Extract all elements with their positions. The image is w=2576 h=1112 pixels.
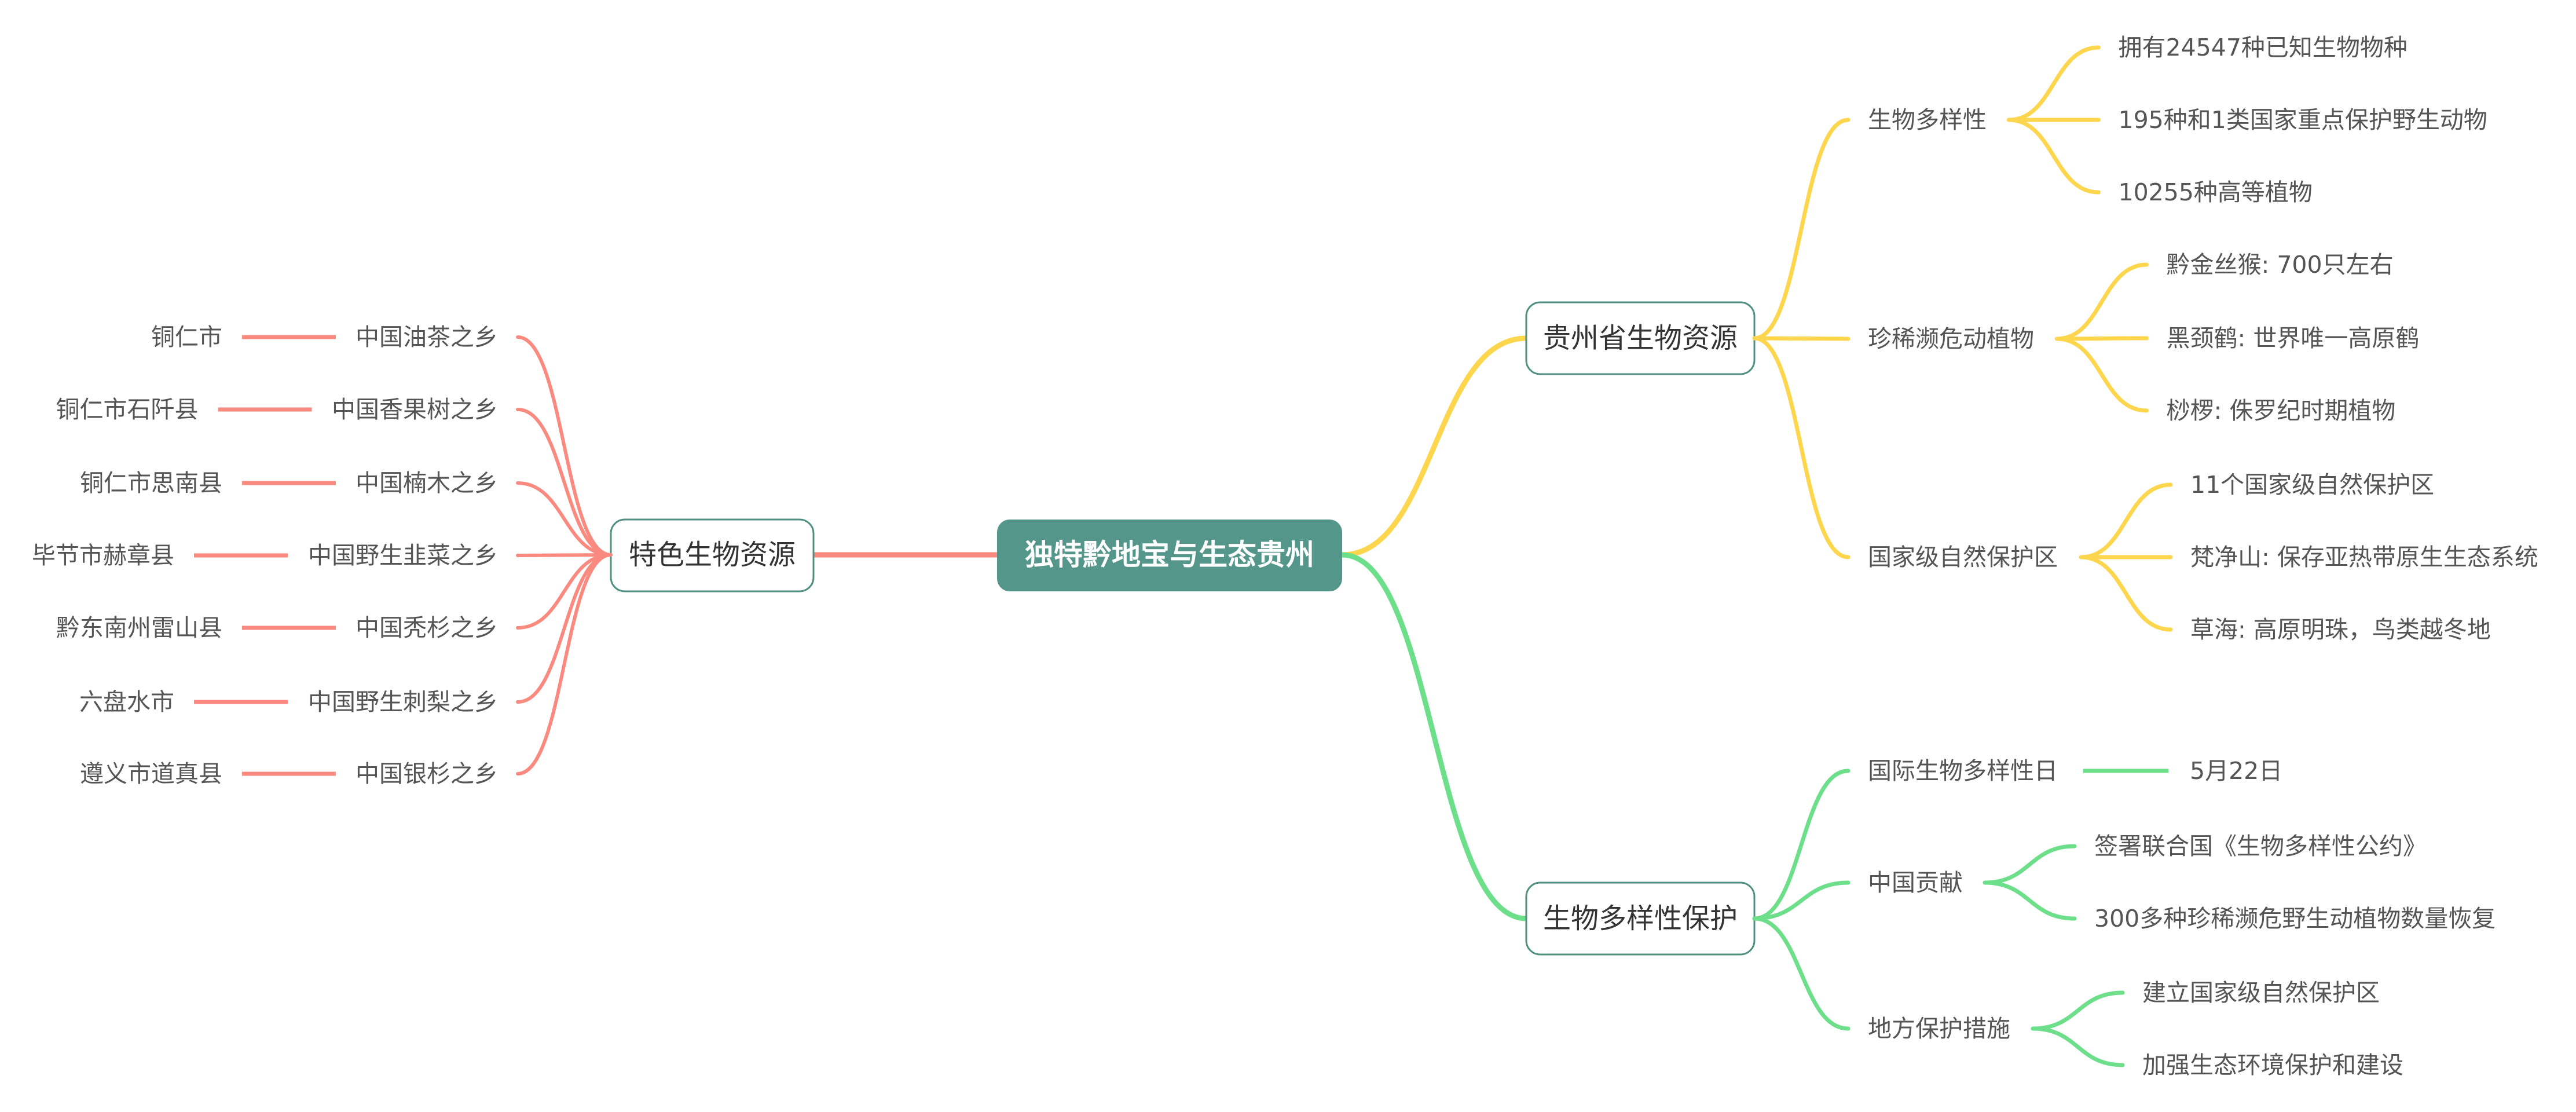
leaf[interactable]: 300多种珍稀濒危野生动植物数量恢复	[2094, 905, 2496, 932]
subtopic[interactable]: 国际生物多样性日	[1868, 757, 2058, 785]
left-subtopic[interactable]: 中国野生韭菜之乡	[308, 542, 498, 569]
left-subtopic[interactable]: 中国楠木之乡	[356, 469, 498, 497]
connector-leaf	[2007, 45, 2101, 122]
leaf[interactable]: 5月22日	[2190, 757, 2282, 785]
left-place[interactable]: 铜仁市	[151, 323, 222, 351]
subtopic[interactable]: 珍稀濒危动植物	[1868, 325, 2034, 353]
subtopic[interactable]: 地方保护措施	[1868, 1015, 2010, 1042]
subtopic[interactable]: 中国贡献	[1868, 869, 1963, 897]
leaf[interactable]: 黔金丝猴: 700只左右	[2167, 251, 2394, 279]
connector-left-6	[516, 553, 613, 776]
left-place[interactable]: 铜仁市石阡县	[56, 396, 199, 423]
left-place[interactable]: 毕节市赫章县	[32, 542, 174, 569]
connector-leaf	[2055, 336, 2149, 341]
left-subtopic[interactable]: 中国野生刺梨之乡	[308, 688, 498, 716]
left-subtopic[interactable]: 中国银杉之乡	[356, 760, 498, 788]
subtopic[interactable]: 国家级自然保护区	[1868, 543, 2058, 571]
left-subtopic[interactable]: 中国秃杉之乡	[356, 614, 498, 642]
connector-leaf	[2031, 990, 2125, 1031]
left-place[interactable]: 铜仁市思南县	[80, 469, 222, 497]
subtopic[interactable]: 生物多样性	[1868, 106, 1987, 134]
leaf[interactable]: 签署联合国《生物多样性公约》	[2094, 832, 2427, 860]
left-place[interactable]: 六盘水市	[79, 688, 174, 716]
root-node-label[interactable]: 独特黔地宝与生态贵州	[1025, 538, 1314, 572]
connector-subtopic	[1752, 916, 1851, 1031]
connector-subtopic	[1752, 336, 1851, 341]
leaf[interactable]: 桫椤: 侏罗纪时期植物	[2167, 397, 2396, 425]
connector-subtopic	[1752, 118, 1851, 341]
topic-label[interactable]: 生物多样性保护	[1543, 902, 1738, 935]
connector-left-0	[516, 335, 613, 557]
connector-left-2	[516, 481, 613, 557]
connector-subtopic	[1752, 769, 1851, 921]
leaf[interactable]: 草海: 高原明珠，鸟类越冬地	[2190, 616, 2491, 643]
connector-subtopic	[1752, 880, 1851, 921]
root-node[interactable]	[997, 520, 1342, 591]
connector-subtopic	[1752, 336, 1851, 559]
connector-left-4	[516, 553, 613, 630]
leaf[interactable]: 10255种高等植物	[2119, 178, 2313, 206]
left-place[interactable]: 遵义市道真县	[80, 760, 222, 788]
connector-leaf	[1983, 844, 2077, 885]
connector-left-5	[516, 553, 613, 704]
connector-left-1	[516, 408, 613, 557]
leaf[interactable]: 梵净山: 保存亚热带原生生态系统	[2190, 543, 2538, 571]
leaf[interactable]: 拥有24547种已知生物物种	[2119, 34, 2408, 61]
connector-leaf	[2079, 482, 2173, 559]
topic-label[interactable]: 贵州省生物资源	[1543, 322, 1738, 354]
leaf[interactable]: 黑颈鹤: 世界唯一高原鹤	[2167, 324, 2420, 352]
left-place[interactable]: 黔东南州雷山县	[56, 614, 222, 642]
left-subtopic[interactable]: 中国油茶之乡	[356, 323, 498, 351]
leaf[interactable]: 195种和1类国家重点保护野生动物	[2119, 106, 2487, 134]
connector-leaf	[2055, 262, 2149, 341]
topic-label-left[interactable]: 特色生物资源	[629, 539, 796, 571]
leaf[interactable]: 加强生态环境保护和建设	[2142, 1051, 2403, 1079]
connector-leaf	[2055, 336, 2149, 413]
connector-root-2	[1339, 552, 1529, 921]
leaf[interactable]: 11个国家级自然保护区	[2190, 471, 2434, 499]
connector-leaf	[2031, 1026, 2125, 1067]
connector-root-1	[1339, 335, 1529, 558]
connector-leaf	[2007, 118, 2101, 195]
connector-leaf	[2079, 555, 2173, 632]
left-subtopic[interactable]: 中国香果树之乡	[332, 396, 498, 423]
leaf[interactable]: 建立国家级自然保护区	[2142, 979, 2380, 1007]
connector-leaf	[1983, 880, 2077, 921]
